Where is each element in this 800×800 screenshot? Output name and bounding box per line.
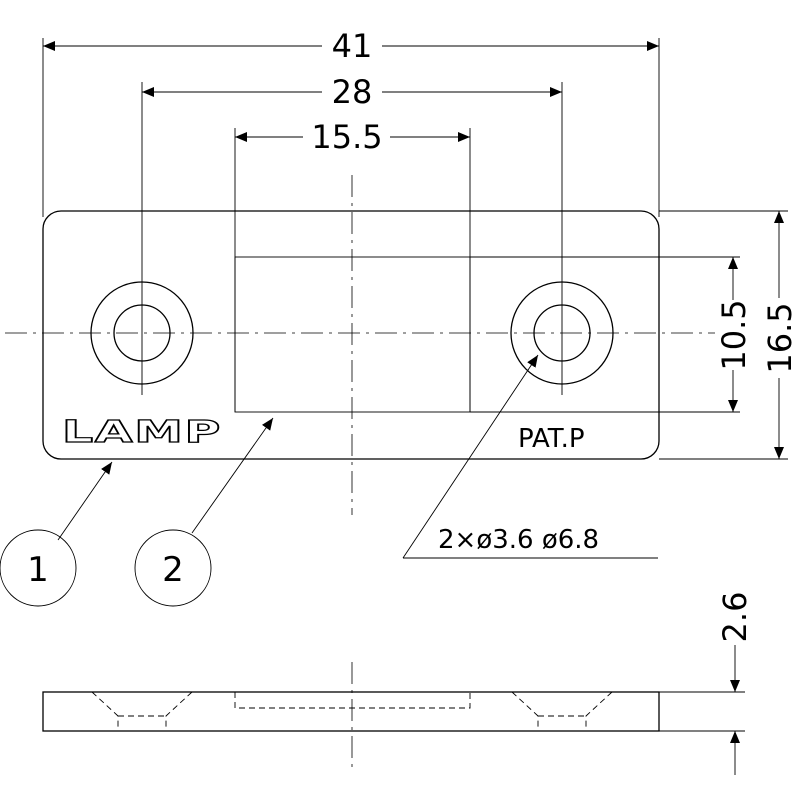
left-countersink	[91, 691, 193, 731]
top-view: LAMP PAT.P	[5, 82, 715, 515]
balloon-2-label: 2	[162, 550, 184, 590]
balloon-2	[134, 529, 212, 607]
dimensions: 41 28 15.5 10.5 16.5 2.6	[42, 27, 799, 775]
dim-16-5-label: 16.5	[761, 302, 799, 373]
recess-outline	[234, 256, 471, 413]
dim-28-label: 28	[332, 73, 373, 111]
balloon-1-leader	[57, 461, 113, 541]
dim-2-6-label: 2.6	[716, 592, 754, 643]
hole-callout-leader	[402, 354, 539, 559]
dim-10-5-label: 10.5	[715, 299, 753, 370]
right-countersink	[511, 691, 613, 731]
plate-outline	[42, 210, 660, 460]
side-outline	[42, 691, 660, 732]
side-view	[42, 662, 660, 772]
dim-15-5-label: 15.5	[311, 118, 382, 156]
hole-callout-label: 2×ø3.6 ø6.8	[438, 525, 599, 555]
balloon-2-leader	[191, 417, 274, 534]
dim-41-label: 41	[332, 27, 373, 65]
patent-marking: PAT.P	[518, 424, 585, 454]
recess-hidden	[234, 692, 471, 709]
balloon-1	[0, 529, 77, 607]
callouts: 2×ø3.6 ø6.8 1 2	[0, 354, 658, 607]
balloon-1-label: 1	[27, 550, 49, 590]
brand-logo: LAMP	[62, 415, 222, 450]
